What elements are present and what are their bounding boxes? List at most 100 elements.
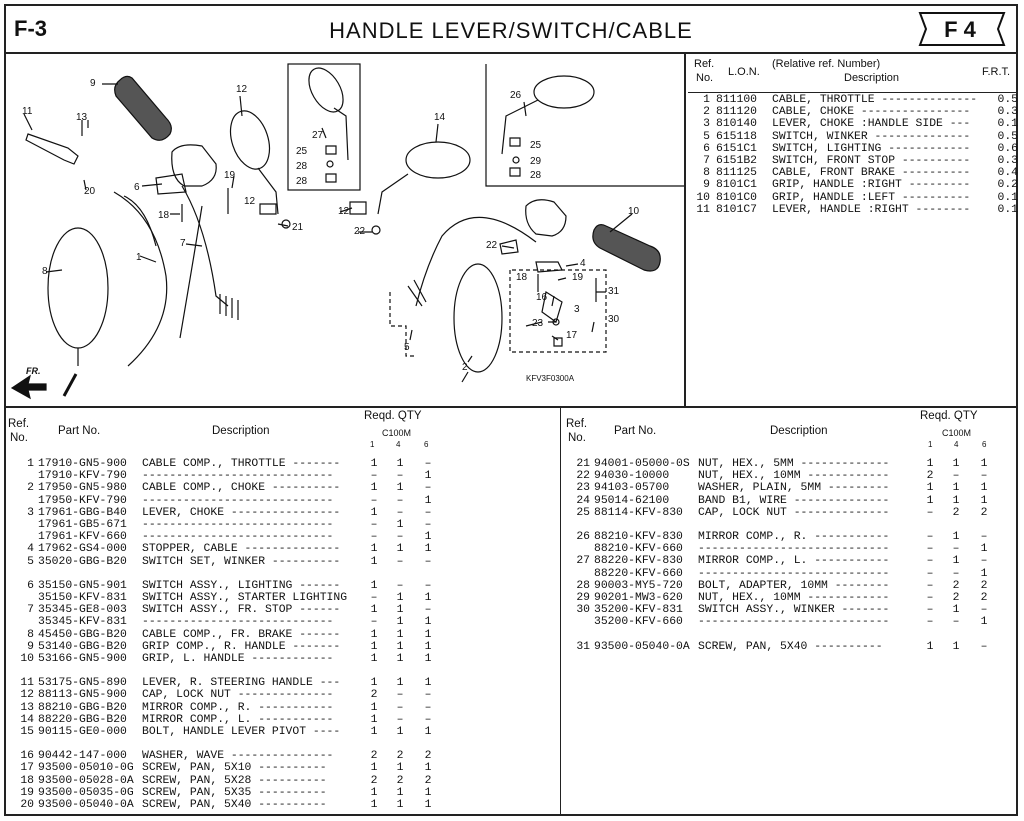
qty-6: – [424,555,432,568]
ref-col-header: Ref. [8,418,30,430]
part-description: SWITCH ASSY., FR. STOP ------ [142,604,341,617]
qty-6: – [424,482,432,495]
qty-4: 1 [396,628,404,641]
page-title: HANDLE LEVER/SWITCH/CABLE [329,18,693,43]
next-section-tag[interactable]: F 4 [914,11,1006,47]
part-description: SCREW, PAN, 5X10 ---------- [142,762,327,775]
qty-1: 1 [926,640,934,653]
frt-value: 0.4 [997,167,1018,180]
qty-4: – [396,470,404,483]
part-number: 94001-05000-0S [594,458,690,470]
callout-20: 19 [224,170,236,181]
qty-4: 1 [396,786,404,799]
parts-row: 88210-KFV-660---------------------------… [566,543,1016,555]
parts-ref-number: 16 [20,750,34,763]
part-number: 17950-KFV-790 [38,494,127,507]
qty-4: 1 [396,640,404,653]
qty-6: – [424,458,432,470]
qty-6: – [424,519,432,531]
exploded-diagram: 9 11 13 12 27 25 28 28 26 25 29 28 14 10… [6,56,686,406]
qty-4: – [396,531,404,544]
callout-9: 9 [90,78,96,89]
qty-col-6-r: 6 [982,440,987,449]
callout-18b: 18 [516,272,528,283]
callout-19: 19 [572,272,584,283]
qty-6: 1 [424,726,432,738]
section-code: F-3 [14,16,47,41]
qty-1: 1 [370,640,378,653]
qty-6: 1 [424,543,432,556]
ref-description: SWITCH, FRONT STOP ---------- [772,155,971,167]
part-description: CAP, LOCK NUT -------------- [142,689,334,702]
qty-4: – [952,543,960,556]
qty-1: – [370,470,378,483]
qty-col-6: 6 [424,440,429,449]
qty-1: 1 [370,701,378,714]
qty-6: 1 [424,628,432,641]
part-description: SWITCH ASSY., LIGHTING ------ [142,579,341,592]
front-mark: FR. [26,366,41,376]
part-description: LEVER, R. STEERING HANDLE --- [142,677,341,690]
reqd-col-header: Reqd. QTY [364,410,422,422]
parts-ref-number: 10 [20,653,34,665]
part-description: CABLE COMP., THROTTLE ------- [142,458,341,470]
part-number: 53175-GN5-890 [38,677,127,690]
no-header: No. [696,72,714,84]
ref-table-header: Ref. No. L.O.N. (Relative ref. Number) D… [688,56,1016,93]
ref-number: 9 [703,179,710,192]
part-number: 94030-10000 [594,470,670,483]
qty-4: 1 [952,494,960,507]
callout-12b: 12 [338,206,350,217]
frt-value: 0.1 [997,203,1018,216]
callout-14: 14 [434,112,446,123]
right-mirror-drawing [229,110,279,215]
ref-number: 10 [696,191,710,204]
qty-1: 1 [370,579,378,592]
ref-number: 11 [696,203,710,216]
callout-15: 13 [76,112,88,123]
ref-number: 1 [703,94,710,106]
frt-value: 0.6 [997,142,1018,155]
qty-1: 1 [370,713,378,726]
qty-1: 1 [370,628,378,641]
qty-col-4: 4 [396,440,401,449]
qty-6: – [980,604,988,617]
lon-code: 8101C1 [716,179,758,192]
parts-row: 17961-KFV-660---------------------------… [10,531,560,543]
no-col-header-r: No. [568,432,586,444]
qty-6: 1 [980,543,988,556]
desc-col-header: Description [212,425,270,437]
part-number: 17962-GS4-000 [38,543,127,556]
model-col-header: C100M [382,428,412,438]
qty-6: – [424,604,432,617]
qty-1: – [926,592,934,604]
part-no-col-header-r: Part No. [614,425,657,437]
part-number: 90003-MY5-720 [594,579,683,592]
callout-26: 27 [312,130,324,141]
part-number: 88113-GN5-900 [38,689,127,702]
parts-ref-number: 27 [576,555,590,568]
qty-1: – [926,531,934,543]
ref-number: 6 [703,142,710,155]
qty-6: 1 [424,762,432,775]
ref-description: CABLE, FRONT BRAKE ---------- [772,167,971,180]
parts-ref-number: 19 [20,786,34,799]
qty-col-1-r: 1 [928,440,933,449]
callout-22b: 22 [354,226,366,237]
lon-code: 615118 [716,130,758,143]
callout-11: 11 [22,106,33,117]
parts-ref-number: 1 [27,458,34,470]
part-number: 93500-05028-0A [38,774,134,787]
part-number: 35150-KFV-831 [38,592,127,604]
parts-ref-number: 31 [576,640,590,653]
part-description: BOLT, ADAPTER, 10MM -------- [698,579,890,592]
callout-12: 12 [244,196,256,207]
part-description: MIRROR COMP., L. ----------- [142,713,334,726]
frt-value: 0.2 [997,179,1018,192]
part-description: ---------------------------- [698,616,890,629]
